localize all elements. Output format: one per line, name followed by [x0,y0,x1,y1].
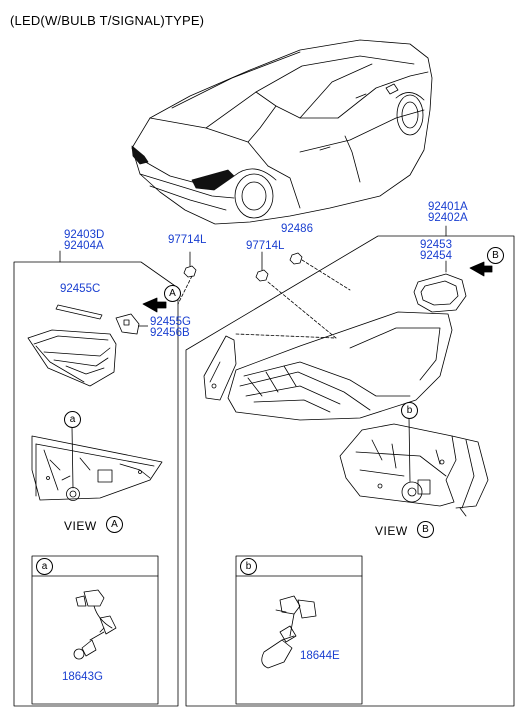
part-number-92403d[interactable]: 92403D [64,229,105,241]
part-number-92401a[interactable]: 92401A [428,201,468,213]
part-number-92454[interactable]: 92454 [420,250,452,262]
detail-b-callout: b [401,402,418,419]
part-number-92456b[interactable]: 92456B [150,327,190,339]
part-number-97714l-left[interactable]: 97714L [168,234,207,246]
vehicle-illustration [131,39,433,225]
outer-lamp-92401a[interactable] [227,311,453,421]
nut-97714l-center[interactable] [255,269,269,282]
view-b-label-letter: B [417,521,434,538]
detail-a-callout: a [64,411,81,428]
view-a-label-letter: A [106,516,123,533]
view-b-detail [339,417,489,517]
view-a-arrow [142,297,167,313]
part-number-18644e[interactable]: 18644E [300,650,340,662]
part-number-92455c[interactable]: 92455C [60,283,101,295]
part-number-18643g[interactable]: 18643G [62,671,103,683]
inner-lamp-92403d[interactable] [27,329,117,387]
nut-97714l-left[interactable] [183,265,197,278]
part-number-92404a[interactable]: 92404A [64,240,104,252]
left-assembly-frame [13,261,179,707]
detail-box-b-label: b [240,558,257,575]
part-92455g-bracket[interactable] [115,313,140,335]
view-a-detail [31,426,163,501]
detail-box-a [31,555,159,705]
detail-box-b [235,555,363,705]
part-92455c-strip[interactable] [55,304,103,320]
page-title: (LED(W/BULB T/SIGNAL)TYPE) [10,13,205,28]
part-number-92455g[interactable]: 92455G [150,316,191,328]
gasket-92453[interactable] [413,273,467,313]
view-b-arrow [469,261,493,277]
view-a-callout: A [164,285,181,302]
part-number-92402a[interactable]: 92402A [428,212,468,224]
lamp-bracket[interactable] [203,335,237,401]
part-number-92486[interactable]: 92486 [281,223,313,235]
nut-92486[interactable] [289,252,303,265]
part-number-97714l-center[interactable]: 97714L [246,240,285,252]
socket-18644e-illustration [261,595,317,669]
right-assembly-frame [185,235,515,707]
socket-18643g-illustration [73,589,117,660]
part-number-92453[interactable]: 92453 [420,239,452,251]
view-b-label: VIEW [375,524,408,538]
detail-box-a-label: a [36,558,53,575]
view-b-callout: B [487,247,504,264]
view-a-label: VIEW [64,519,97,533]
